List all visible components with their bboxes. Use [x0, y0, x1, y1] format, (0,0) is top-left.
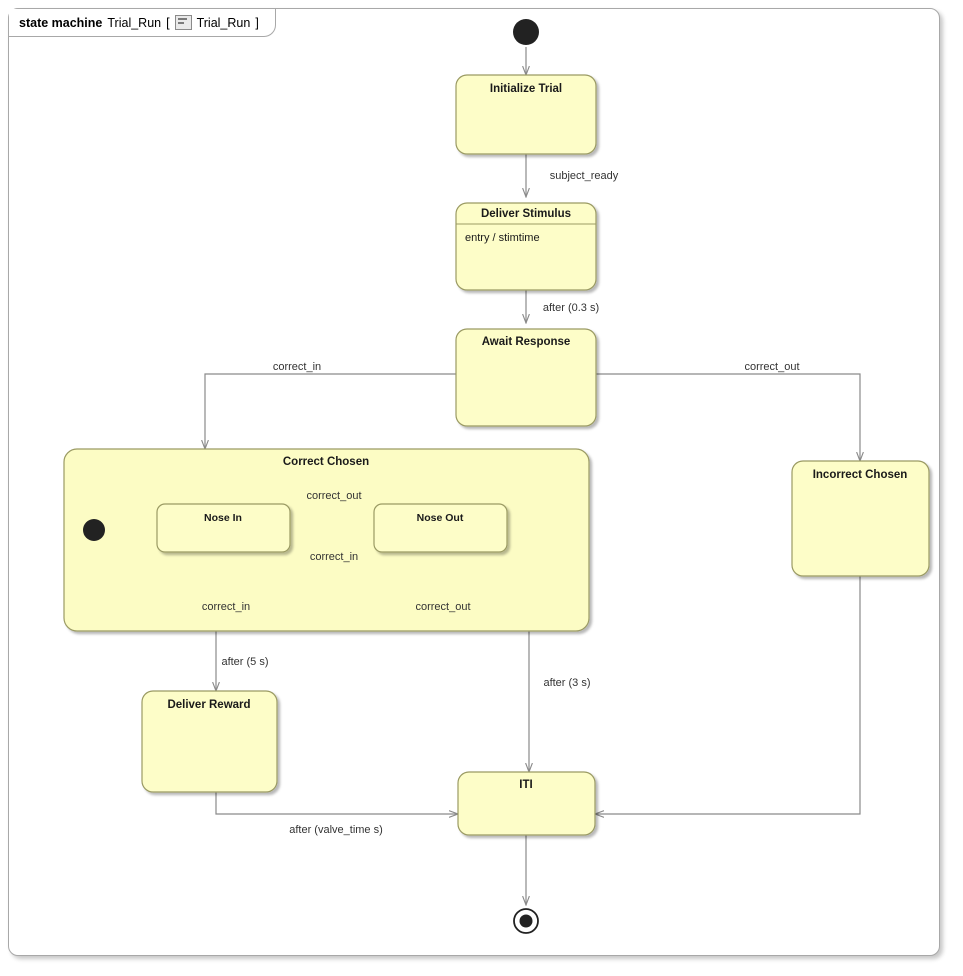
- transition-label-correct-out-self: correct_out: [415, 601, 470, 613]
- final-state: [513, 908, 539, 934]
- frame-tab-name: Trial_Run: [196, 15, 251, 30]
- transition-label-subject-ready: subject_ready: [550, 170, 619, 182]
- state-deliver-stimulus[interactable]: Deliver Stimulus entry / stimtime: [455, 202, 597, 291]
- state-correct-chosen-label: Correct Chosen: [283, 456, 369, 468]
- state-initialize-trial-label: Initialize Trial: [490, 83, 562, 95]
- state-deliver-stimulus-entry: entry / stimtime: [465, 232, 540, 244]
- transition-label-correct-in-self: correct_in: [202, 601, 250, 613]
- state-nose-in[interactable]: Nose In: [156, 503, 291, 553]
- state-incorrect-chosen[interactable]: Incorrect Chosen: [791, 460, 930, 577]
- state-deliver-stimulus-label: Deliver Stimulus: [481, 208, 571, 220]
- edge-incorrect-to-iti: [595, 576, 861, 814]
- frame-keyword: state machine: [19, 15, 103, 30]
- state-nose-in-label: Nose In: [204, 512, 242, 524]
- state-await-response[interactable]: Await Response: [455, 328, 597, 427]
- transition-label-correct-out-await: correct_out: [744, 361, 799, 373]
- diagram-icon: [174, 15, 192, 30]
- state-nose-out[interactable]: Nose Out: [373, 503, 508, 553]
- edge-await-to-incorrect: [596, 373, 860, 461]
- transition-label-correct-in-await: correct_in: [273, 361, 321, 373]
- transition-label-after-03s: after (0.3 s): [543, 302, 599, 314]
- transition-label-correct-out-inout: correct_out: [306, 490, 361, 502]
- state-correct-chosen[interactable]: Correct Chosen: [63, 448, 590, 632]
- state-deliver-reward-label: Deliver Reward: [167, 699, 250, 711]
- initial-state: [513, 19, 539, 45]
- region-initial-state: [83, 519, 105, 541]
- frame-bracket-close: ]: [255, 15, 259, 30]
- state-nose-out-label: Nose Out: [417, 512, 464, 524]
- state-initialize-trial[interactable]: Initialize Trial: [455, 74, 597, 155]
- transition-label-after-5s: after (5 s): [221, 656, 268, 668]
- state-iti-label: ITI: [519, 779, 532, 791]
- transition-label-after-3s: after (3 s): [543, 677, 590, 689]
- state-machine-diagram-frame: state machine Trial_Run [ Trial_Run ]: [8, 8, 940, 956]
- state-iti[interactable]: ITI: [457, 771, 596, 836]
- state-deliver-reward[interactable]: Deliver Reward: [141, 690, 278, 793]
- frame-bracket-open: [: [166, 15, 170, 30]
- transition-label-after-valve-time: after (valve_time s): [289, 824, 383, 836]
- diagram-canvas: Correct Chosen Nose In Nose Out Initiali…: [63, 19, 930, 934]
- edge-reward-to-iti: [215, 792, 458, 814]
- state-await-response-label: Await Response: [482, 336, 571, 348]
- edge-await-to-correct: [205, 373, 456, 449]
- transition-label-correct-in-outin: correct_in: [310, 551, 358, 563]
- frame-name: Trial_Run: [107, 15, 162, 30]
- state-incorrect-chosen-label: Incorrect Chosen: [813, 469, 908, 481]
- diagram-frame-heading: state machine Trial_Run [ Trial_Run ]: [9, 9, 276, 37]
